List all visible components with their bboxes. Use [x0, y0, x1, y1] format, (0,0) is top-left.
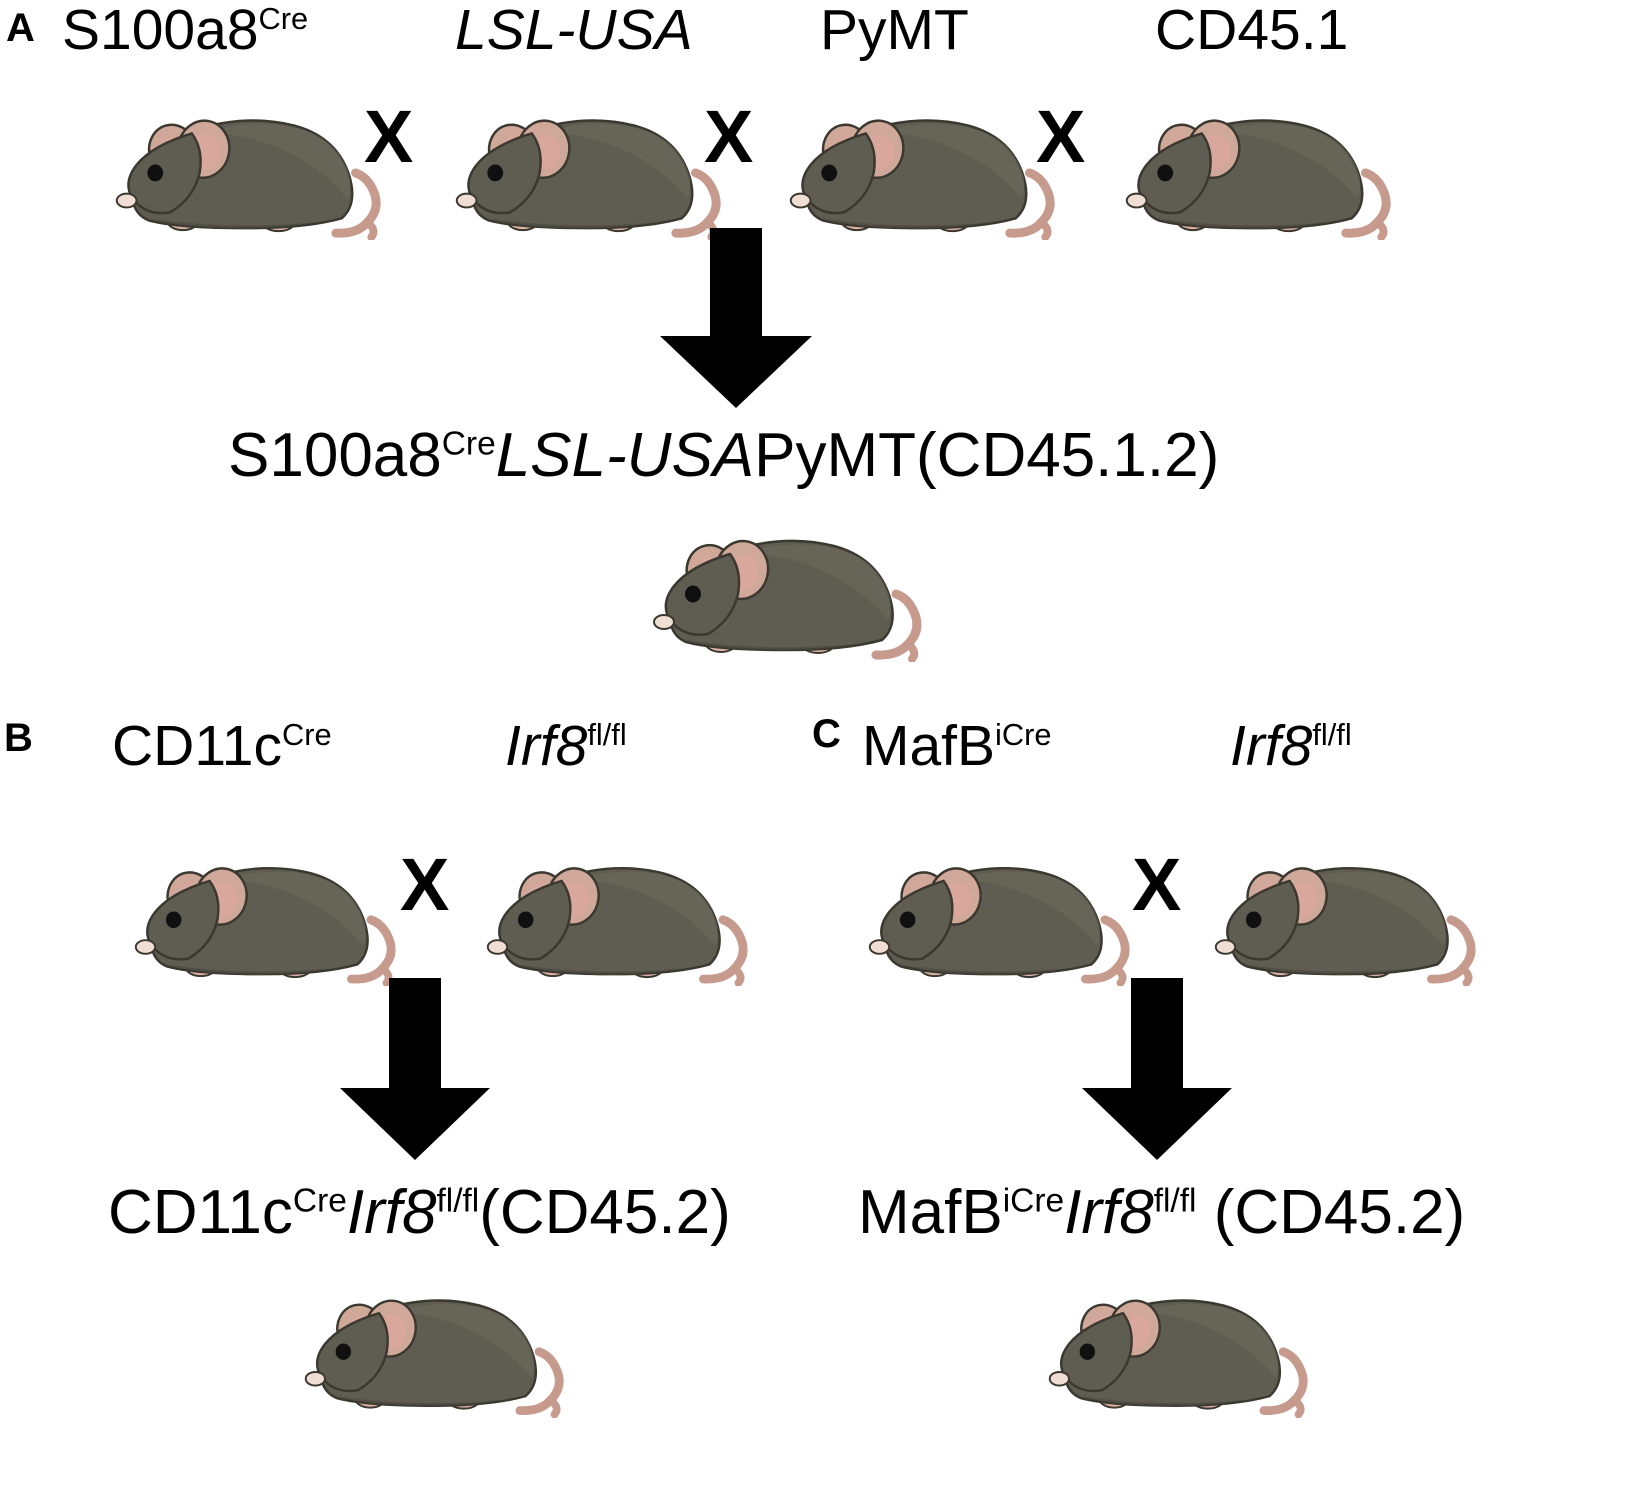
panel-c-offspring-part2: Irf8	[1064, 1178, 1154, 1247]
panel-b-offspring-part2: Irf8	[346, 1178, 437, 1247]
mouse-illustration	[108, 92, 386, 240]
panel-b-parent-2-sup: fl/fl	[587, 717, 627, 752]
mouse-illustration	[862, 840, 1134, 986]
panel-b-parent-2-label: Irf8fl/fl	[505, 718, 627, 775]
panel-c-offspring-sup2: fl/fl	[1153, 1182, 1197, 1220]
panel-a-parent-1-label: S100a8Cre	[62, 2, 308, 59]
panel-c-offspring-label: MafBiCreIrf8fl/fl (CD45.2)	[858, 1182, 1465, 1244]
panel-c-parent-2-sup: fl/fl	[1312, 717, 1352, 752]
panel-letter-a: A	[6, 6, 35, 50]
mouse-illustration	[1208, 840, 1480, 986]
panel-b-offspring-part1: CD11c	[108, 1178, 293, 1247]
panel-a-offspring-part3: PyMT(CD45.1.2)	[754, 421, 1220, 490]
panel-a-offspring-part1: S100a8	[228, 421, 442, 490]
mouse-illustration	[1118, 92, 1396, 240]
panel-b-parent-1-label: CD11cCre	[112, 718, 332, 775]
panel-c-offspring-part3: (CD45.2)	[1196, 1178, 1466, 1247]
panel-a-parent-3-label: PyMT	[820, 2, 969, 59]
panel-a-parent-4-base: CD45.1	[1155, 0, 1349, 62]
panel-c-parent-1-label: MafBiCre	[862, 718, 1051, 775]
panel-b-parent-1-sup: Cre	[282, 717, 332, 752]
mouse-illustration-offspring	[298, 1272, 568, 1418]
panel-a-parent-1-sup: Cre	[258, 1, 309, 36]
mouse-illustration	[128, 840, 400, 986]
mouse-illustration-offspring	[1042, 1272, 1312, 1418]
cross-symbol: X	[1036, 95, 1086, 178]
cross-symbol: X	[400, 843, 450, 926]
panel-letter-c: C	[812, 712, 841, 756]
panel-c-parent-2-base: Irf8	[1230, 714, 1313, 778]
panel-a-offspring-part2: LSL-USA	[495, 421, 755, 490]
panel-c-offspring-sup1: iCre	[1002, 1182, 1065, 1220]
panel-a-parent-3-base: PyMT	[820, 0, 969, 62]
mouse-illustration	[782, 92, 1060, 240]
mouse-illustration	[448, 92, 726, 240]
panel-letter-b: B	[4, 716, 33, 760]
down-arrow-icon	[1082, 978, 1232, 1160]
mouse-illustration	[480, 840, 752, 986]
panel-b-offspring-sup2: fl/fl	[436, 1182, 480, 1220]
panel-b-offspring-label: CD11cCreIrf8fl/fl(CD45.2)	[108, 1182, 731, 1244]
panel-a-parent-4-label: CD45.1	[1155, 2, 1348, 59]
mouse-illustration-offspring	[645, 512, 927, 662]
panel-c-parent-2-label: Irf8fl/fl	[1230, 718, 1352, 775]
panel-b-parent-1-base: CD11c	[112, 714, 282, 778]
panel-c-parent-1-sup: iCre	[995, 717, 1052, 752]
panel-a-parent-2-label: LSL-USA	[455, 2, 693, 59]
down-arrow-icon	[660, 228, 812, 408]
panel-b-offspring-sup1: Cre	[292, 1182, 347, 1220]
cross-symbol: X	[1132, 843, 1182, 926]
panel-b-offspring-part3: (CD45.2)	[479, 1178, 731, 1247]
panel-c-offspring-part1: MafB	[858, 1178, 1003, 1247]
cross-symbol: X	[704, 95, 754, 178]
cross-symbol: X	[364, 95, 414, 178]
panel-a-offspring-label: S100a8CreLSL-USAPyMT(CD45.1.2)	[228, 425, 1219, 487]
panel-a-parent-2-base: LSL-USA	[455, 0, 693, 62]
panel-a-parent-1-base: S100a8	[62, 0, 259, 62]
panel-a-offspring-sup1: Cre	[441, 425, 496, 463]
panel-c-parent-1-base: MafB	[862, 714, 996, 778]
down-arrow-icon	[340, 978, 490, 1160]
panel-b-parent-2-base: Irf8	[505, 714, 588, 778]
